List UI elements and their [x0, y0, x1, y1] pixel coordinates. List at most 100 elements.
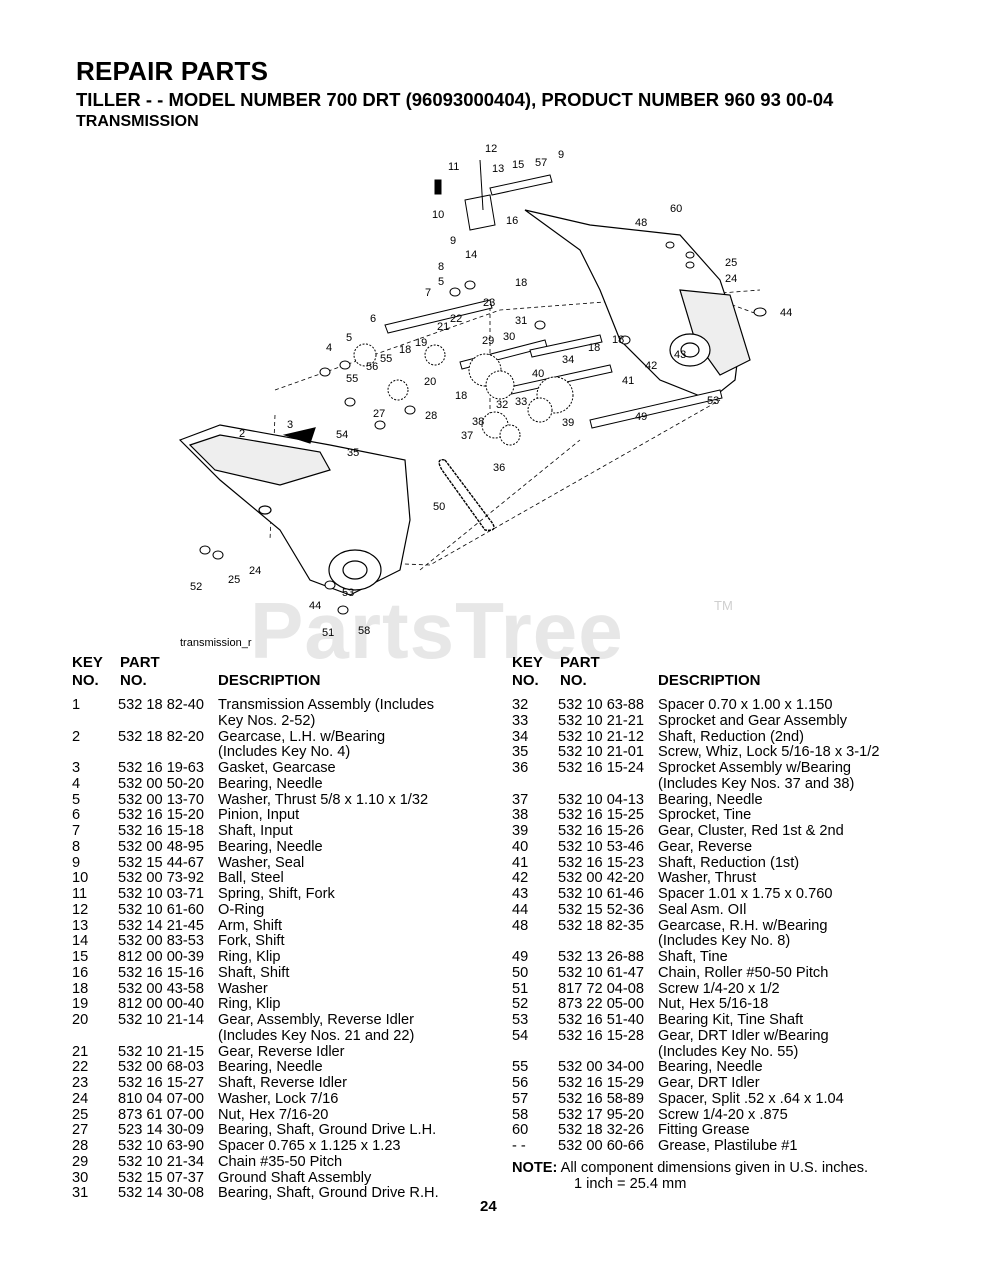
- description-cell: Bearing, Shaft, Ground Drive L.H.: [218, 1122, 437, 1139]
- key-cell: 16: [72, 964, 89, 981]
- part-number-cell: 532 00 73-92: [118, 870, 205, 887]
- model-subtitle: TILLER - - MODEL NUMBER 700 DRT (9609300…: [76, 89, 834, 110]
- part-number-cell: 532 16 15-20: [118, 807, 205, 824]
- key-cell: 31: [72, 1185, 89, 1202]
- table-row: (Includes Key No. 8): [512, 933, 942, 950]
- header-key-2: NO.: [72, 672, 99, 689]
- callout-29: 29: [482, 335, 494, 347]
- key-cell: 56: [512, 1075, 529, 1091]
- callout-23: 23: [483, 297, 495, 309]
- part-number-cell: 532 10 21-21: [558, 712, 645, 729]
- description-cell: Bearing, Needle: [218, 775, 323, 792]
- callout-57: 57: [535, 157, 547, 169]
- description-cell: Washer, Seal: [218, 854, 305, 871]
- description-cell: Shaft, Reduction (1st): [658, 854, 800, 871]
- callout-18: 18: [515, 277, 527, 289]
- description-cell: Seal Asm. OIl: [658, 901, 747, 918]
- header-description: DESCRIPTION: [658, 672, 761, 689]
- key-cell: 30: [72, 1169, 89, 1186]
- page-number: 24: [480, 1198, 497, 1215]
- description-cell: Shaft, Reduction (2nd): [658, 728, 805, 745]
- description-cell: Washer: [218, 980, 268, 997]
- shift-assembly: [434, 159, 553, 231]
- part-number-cell: 532 10 21-12: [558, 728, 645, 745]
- key-cell: 8: [72, 838, 81, 855]
- description-cell: (Includes Key No. 55): [658, 1043, 799, 1060]
- key-cell: [512, 777, 558, 793]
- description-cell: Pinion, Input: [218, 807, 300, 824]
- key-cell: 38: [512, 807, 529, 824]
- part-number-cell: 532 14 30-08: [118, 1185, 205, 1202]
- left-gearcase: [178, 424, 411, 596]
- description-cell: Gear, Reverse Idler: [218, 1043, 345, 1060]
- description-cell: (Includes Key Nos. 21 and 22): [218, 1027, 415, 1044]
- key-cell: 7: [72, 823, 81, 839]
- key-cell: [72, 714, 118, 730]
- description-cell: Sprocket Assembly w/Bearing: [658, 760, 852, 776]
- callout-18: 18: [399, 344, 411, 356]
- callout-9: 9: [450, 235, 456, 247]
- part-number-cell: 532 15 44-67: [118, 854, 205, 871]
- part-number-cell: 532 10 61-47: [558, 964, 645, 981]
- description-cell: Washer, Thrust: [658, 870, 757, 887]
- callout-55: 55: [346, 373, 358, 385]
- key-cell: 55: [512, 1059, 529, 1076]
- description-cell: Spacer 0.70 x 1.00 x 1.150: [658, 697, 833, 713]
- callout-25: 25: [725, 257, 737, 269]
- description-cell: Spacer, Split .52 x .64 x 1.04: [658, 1090, 844, 1107]
- part-number-cell: 532 16 15-28: [558, 1027, 645, 1044]
- part-number-cell: 532 14 21-45: [118, 917, 205, 934]
- key-cell: 14: [72, 933, 89, 950]
- callout-36: 36: [493, 462, 505, 474]
- watermark-logo: PartsTree: [250, 586, 624, 675]
- part-number-cell: 532 10 53-46: [558, 838, 645, 855]
- key-cell: [512, 934, 558, 950]
- part-number-cell: 532 10 21-34: [118, 1153, 205, 1170]
- key-cell: 1: [72, 697, 81, 713]
- part-number-cell: 532 00 48-95: [118, 838, 205, 855]
- callout-2: 2: [239, 428, 245, 440]
- key-cell: 3: [72, 760, 81, 776]
- note-text: All component dimensions given in U.S. i…: [560, 1159, 869, 1176]
- callout-54: 54: [336, 429, 348, 441]
- callout-18: 18: [612, 334, 624, 346]
- gears: [353, 343, 574, 446]
- callout-8: 8: [438, 261, 444, 273]
- header-key-1: KEY: [72, 654, 103, 671]
- part-number-cell: 532 10 04-13: [558, 791, 645, 808]
- page-title: REPAIR PARTS: [76, 56, 269, 86]
- description-cell: Gear, DRT Idler w/Bearing: [658, 1027, 829, 1044]
- key-cell: 42: [512, 870, 529, 887]
- key-cell: 19: [72, 996, 89, 1013]
- callout-15: 15: [512, 159, 524, 171]
- part-number-cell: 532 10 03-71: [118, 886, 205, 902]
- part-number-cell: 532 00 34-00: [558, 1059, 645, 1076]
- description-cell: Screw 1/4-20 x 1/2: [658, 980, 780, 997]
- part-number-cell: 812 00 00-40: [118, 996, 205, 1013]
- key-cell: 27: [72, 1122, 89, 1139]
- part-number-cell: 532 16 15-24: [558, 760, 645, 776]
- description-cell: Transmission Assembly (Includes: [218, 697, 435, 713]
- description-cell: Sprocket and Gear Assembly: [658, 712, 847, 729]
- part-number-cell: 873 22 05-00: [558, 996, 645, 1013]
- key-cell: 57: [512, 1090, 529, 1107]
- key-cell: 35: [512, 744, 529, 761]
- description-cell: (Includes Key No. 4): [218, 744, 351, 761]
- roller-chain: [438, 459, 495, 531]
- description-cell: (Includes Key No. 8): [658, 933, 791, 950]
- callout-6: 6: [370, 313, 376, 325]
- key-cell: 28: [72, 1138, 89, 1154]
- callout-20: 20: [424, 376, 436, 388]
